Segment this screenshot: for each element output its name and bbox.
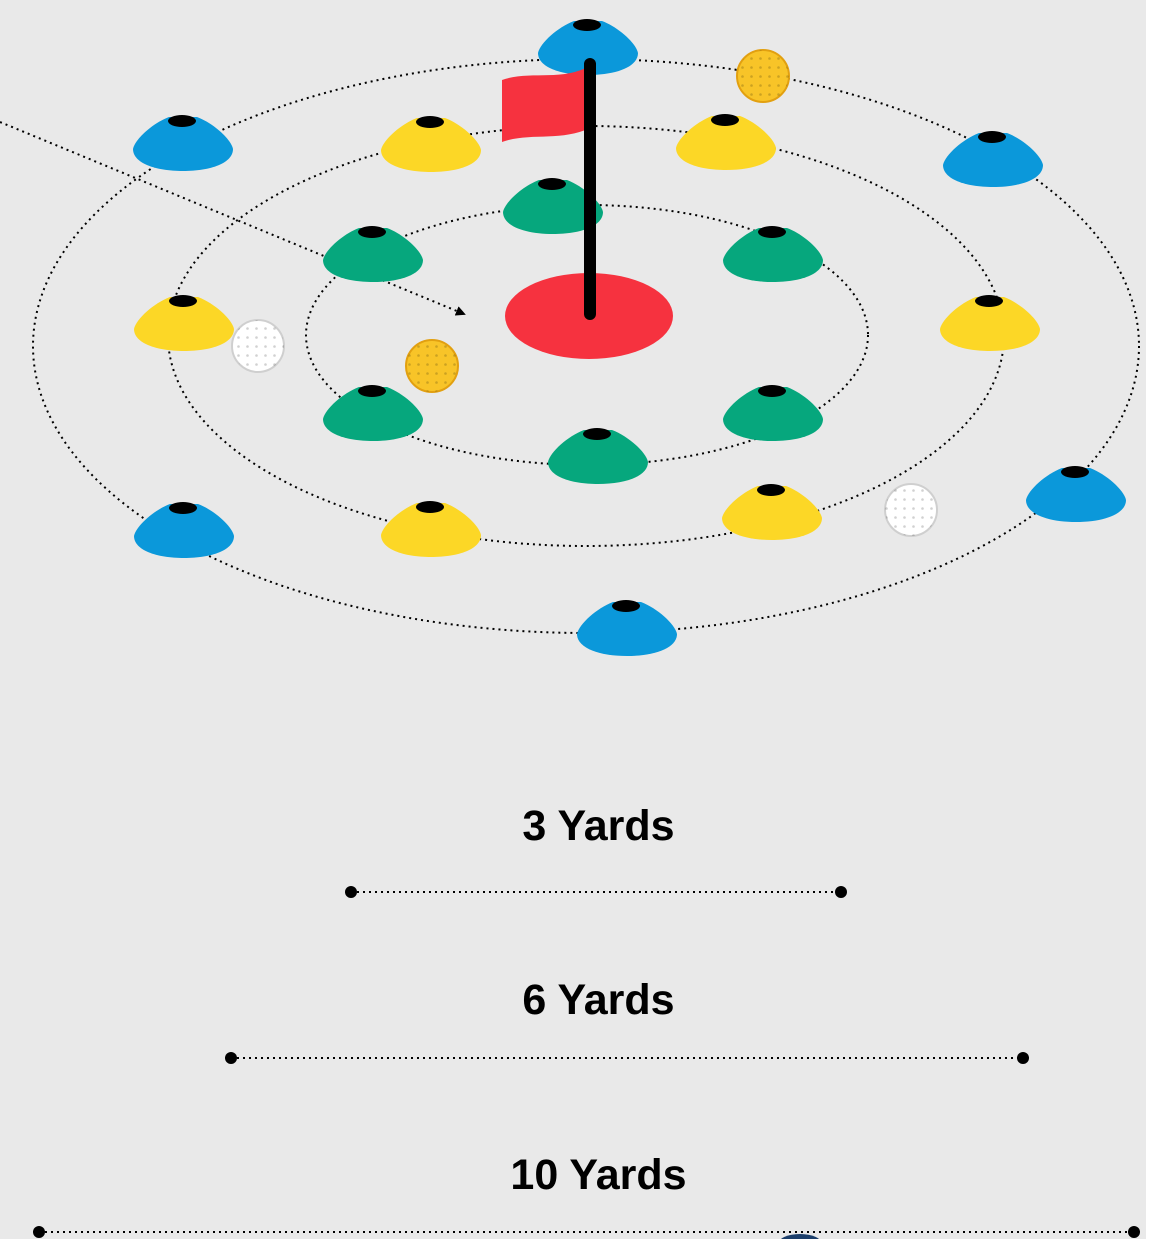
scale-label-3-yards: 3 Yards bbox=[0, 801, 1152, 851]
flag-icon bbox=[502, 66, 590, 142]
cone-icon bbox=[577, 600, 677, 656]
scale-bar-3-yards bbox=[345, 886, 847, 898]
cone-icon bbox=[133, 115, 233, 171]
cone-icon bbox=[723, 226, 823, 282]
page-edge bbox=[1146, 0, 1152, 1239]
cone-icon bbox=[722, 484, 822, 540]
cone-icon bbox=[134, 295, 234, 351]
scale-bar-6-yards bbox=[225, 1052, 1029, 1064]
flag-pole bbox=[584, 58, 596, 320]
golf-ball-icon bbox=[232, 320, 284, 372]
cone-icon bbox=[943, 131, 1043, 187]
cone-icon bbox=[548, 428, 648, 484]
golf-ball-icon bbox=[885, 484, 937, 536]
cone-icon bbox=[676, 114, 776, 170]
cone-icon bbox=[381, 116, 481, 172]
golf-ball-icon bbox=[737, 50, 789, 102]
scale-bar-10-yards bbox=[33, 1226, 1140, 1239]
scale-label-10-yards: 10 Yards bbox=[0, 1150, 1152, 1200]
golf-ball-icon bbox=[406, 340, 458, 392]
scale-label-6-yards: 6 Yards bbox=[0, 975, 1152, 1025]
cone-icon bbox=[381, 501, 481, 557]
cone-icon bbox=[723, 385, 823, 441]
cone-icon bbox=[323, 385, 423, 441]
partial-cone-icon bbox=[778, 1234, 822, 1239]
cone-icon bbox=[134, 502, 234, 558]
cone-icon bbox=[323, 226, 423, 282]
cone-icon bbox=[940, 295, 1040, 351]
cone-icon bbox=[1026, 466, 1126, 522]
